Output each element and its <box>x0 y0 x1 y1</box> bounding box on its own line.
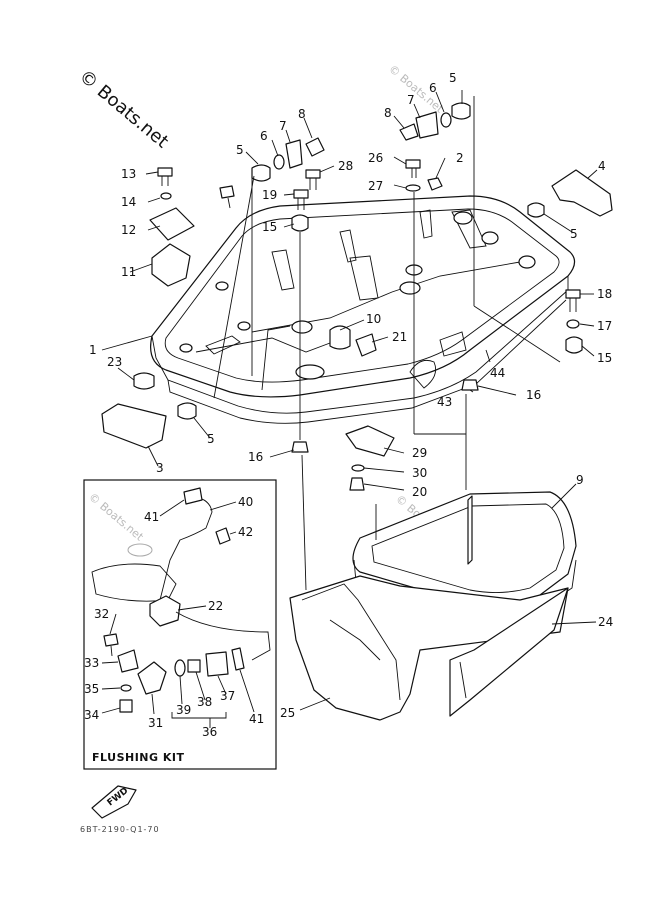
callout-33: 33 <box>84 656 99 670</box>
callout-27: 27 <box>368 179 383 193</box>
callout-15b: 15 <box>597 351 612 365</box>
callout-20: 20 <box>412 485 427 499</box>
callout-9: 9 <box>576 473 584 487</box>
bottom-cowling <box>150 195 576 424</box>
watermark-repeat-1: © Boats.net <box>386 62 446 116</box>
callout-17: 17 <box>597 319 612 333</box>
callout-44: 44 <box>490 366 505 380</box>
watermark-repeat-2: © Boats.net <box>86 490 146 544</box>
callout-2: 2 <box>456 151 464 165</box>
callout-24: 24 <box>598 615 613 629</box>
fwd-arrow: FWD <box>91 785 137 819</box>
callout-22: 22 <box>208 599 223 613</box>
callout-14: 14 <box>121 195 136 209</box>
callout-4: 4 <box>598 159 606 173</box>
callout-6b: 6 <box>429 81 437 95</box>
callout-43: 43 <box>437 395 452 409</box>
callout-34: 34 <box>84 708 99 722</box>
diagram-code: 6BT-2190-Q1-70 <box>80 825 160 834</box>
callout-1: 1 <box>89 343 97 357</box>
watermark-main: © Boats.net <box>75 66 173 153</box>
leader-lines <box>101 90 598 711</box>
flushing-kit-title: FLUSHING KIT <box>92 751 184 764</box>
callout-7a: 7 <box>279 119 287 133</box>
callout-5a: 5 <box>236 143 244 157</box>
callout-29: 29 <box>412 446 427 460</box>
callout-11: 11 <box>121 265 136 279</box>
callout-21: 21 <box>392 330 407 344</box>
callout-3: 3 <box>156 461 164 475</box>
lower-covers <box>289 491 577 721</box>
callout-36: 36 <box>202 725 217 739</box>
callout-41a: 41 <box>144 510 159 524</box>
callout-42: 42 <box>238 525 253 539</box>
callout-13: 13 <box>121 167 136 181</box>
callout-15a: 15 <box>262 220 277 234</box>
callout-8a: 8 <box>298 107 306 121</box>
callout-7b: 7 <box>407 93 415 107</box>
callout-10: 10 <box>366 312 381 326</box>
callout-31: 31 <box>148 716 163 730</box>
callout-numbers: 1 2 3 4 5 5 5 5 6 6 7 7 8 8 9 10 11 12 1… <box>84 71 613 739</box>
callout-16b: 16 <box>248 450 263 464</box>
callout-38: 38 <box>197 695 212 709</box>
callout-41b: 41 <box>249 712 264 726</box>
callout-28: 28 <box>338 159 353 173</box>
callout-5d: 5 <box>207 432 215 446</box>
flushing-kit-box: FLUSHING KIT <box>83 479 277 770</box>
callout-16a: 16 <box>526 388 541 402</box>
callout-30: 30 <box>412 466 427 480</box>
callout-5c: 5 <box>570 227 578 241</box>
callout-19: 19 <box>262 188 277 202</box>
small-parts <box>101 102 613 491</box>
callout-35: 35 <box>84 682 99 696</box>
callout-39: 39 <box>176 703 191 717</box>
callout-25: 25 <box>280 706 295 720</box>
callout-40: 40 <box>238 495 253 509</box>
callout-12: 12 <box>121 223 136 237</box>
callout-32: 32 <box>94 607 109 621</box>
callout-23: 23 <box>107 355 122 369</box>
callout-8b: 8 <box>384 106 392 120</box>
callout-18: 18 <box>597 287 612 301</box>
callout-6a: 6 <box>260 129 268 143</box>
callout-26: 26 <box>368 151 383 165</box>
callout-5b: 5 <box>449 71 457 85</box>
callout-37: 37 <box>220 689 235 703</box>
